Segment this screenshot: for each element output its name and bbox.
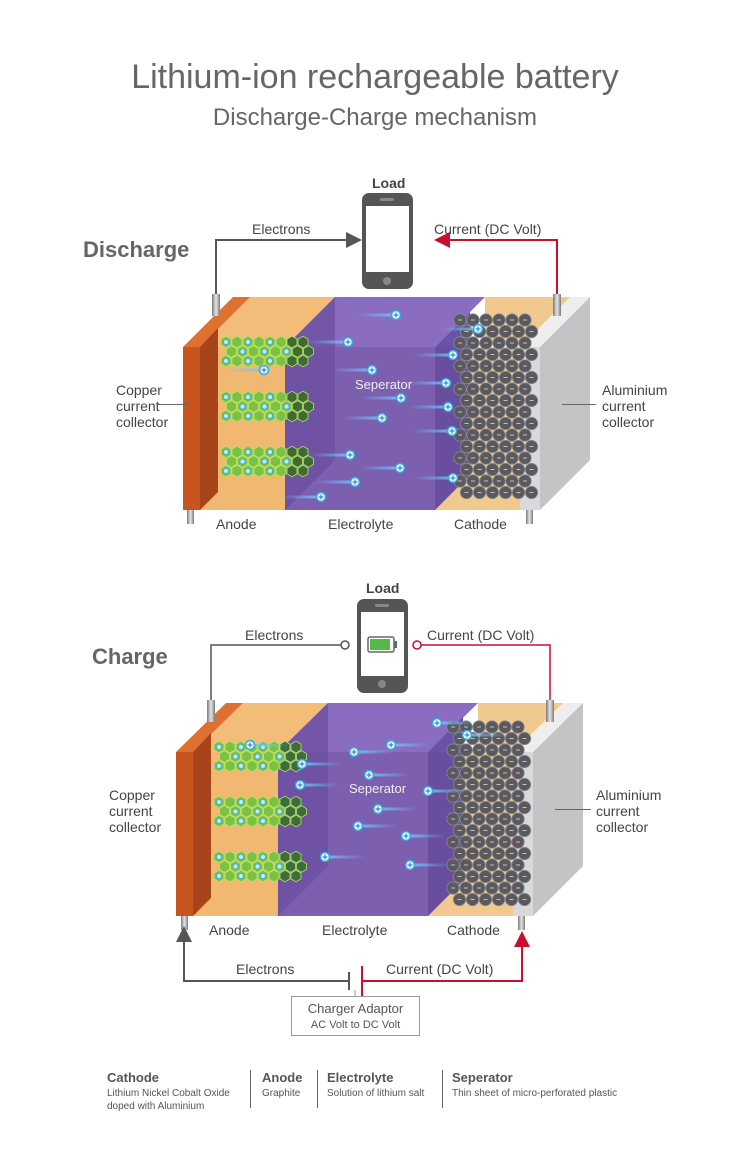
discharge-heading: Discharge bbox=[83, 237, 190, 262]
discharge-current-label: Current (DC Volt) bbox=[434, 221, 542, 237]
legend-anode: Anode Graphite bbox=[262, 1070, 303, 1099]
charge-cathode-terminal bbox=[546, 700, 554, 722]
discharge-separator-label: Seperator bbox=[355, 377, 413, 392]
copper-leader-line bbox=[158, 404, 188, 405]
charger-adaptor-subtitle: AC Volt to DC Volt bbox=[310, 1019, 401, 1031]
charge-anode-terminal bbox=[207, 700, 215, 722]
graphite-hex-icon bbox=[213, 740, 307, 883]
charge-electrolyte-label: Electrolyte bbox=[322, 922, 388, 938]
legend-cathode: Cathode Lithium Nickel Cobalt Oxide dope… bbox=[107, 1070, 230, 1112]
charge-anode-label: Anode bbox=[209, 922, 250, 938]
charge-electrons-label: Electrons bbox=[245, 627, 304, 643]
page-subtitle: Discharge-Charge mechanism bbox=[212, 104, 538, 131]
charger-adaptor-title: Charger Adaptor bbox=[307, 1001, 404, 1016]
discharge-battery bbox=[183, 294, 590, 524]
cathode-particle-icon bbox=[453, 313, 539, 500]
discharge-load-label: Load bbox=[372, 175, 406, 191]
charge-load-label: Load bbox=[366, 580, 400, 596]
graphite-hex-icon bbox=[220, 335, 314, 478]
discharge-anode-terminal bbox=[212, 294, 220, 316]
legend-separator: Seperator Thin sheet of micro-perforated… bbox=[452, 1070, 618, 1099]
charge-bottom-current-label: Current (DC Volt) bbox=[386, 961, 494, 977]
charge-battery bbox=[176, 700, 583, 930]
discharge-anode-top bbox=[200, 297, 335, 347]
discharge-cathode-label: Cathode bbox=[454, 516, 507, 532]
discharge-electrolyte-label: Electrolyte bbox=[328, 516, 394, 532]
discharge-copper-plate bbox=[183, 347, 200, 510]
phone-icon bbox=[362, 193, 413, 289]
charge-separator-label: Seperator bbox=[349, 781, 407, 796]
discharge-anode-label: Anode bbox=[216, 516, 257, 532]
charge-aluminium-leader-line bbox=[555, 809, 591, 810]
ion-icon bbox=[224, 309, 484, 503]
cathode-particle-icon bbox=[446, 720, 532, 907]
charge-heading: Charge bbox=[92, 644, 168, 669]
charge-copper-plate bbox=[176, 752, 193, 916]
discharge-circuit bbox=[215, 232, 558, 294]
charge-circuit-bottom bbox=[176, 926, 530, 996]
legend-electrolyte: Electrolyte Solution of lithium salt bbox=[327, 1070, 425, 1099]
ion-icon bbox=[244, 717, 507, 871]
charger-adaptor-box: Charger Adaptor AC Volt to DC Volt bbox=[291, 996, 420, 1036]
discharge-electrons-label: Electrons bbox=[252, 221, 311, 237]
charge-bottom-electrons-label: Electrons bbox=[236, 961, 295, 977]
charge-current-label: Current (DC Volt) bbox=[427, 627, 535, 643]
aluminium-leader-line bbox=[562, 404, 596, 405]
page-title: Lithium-ion rechargeable battery bbox=[131, 58, 619, 96]
charge-circuit-top bbox=[210, 640, 551, 700]
charge-cathode-label: Cathode bbox=[447, 922, 500, 938]
discharge-cathode-terminal bbox=[553, 294, 561, 316]
battery-icon bbox=[367, 636, 397, 653]
